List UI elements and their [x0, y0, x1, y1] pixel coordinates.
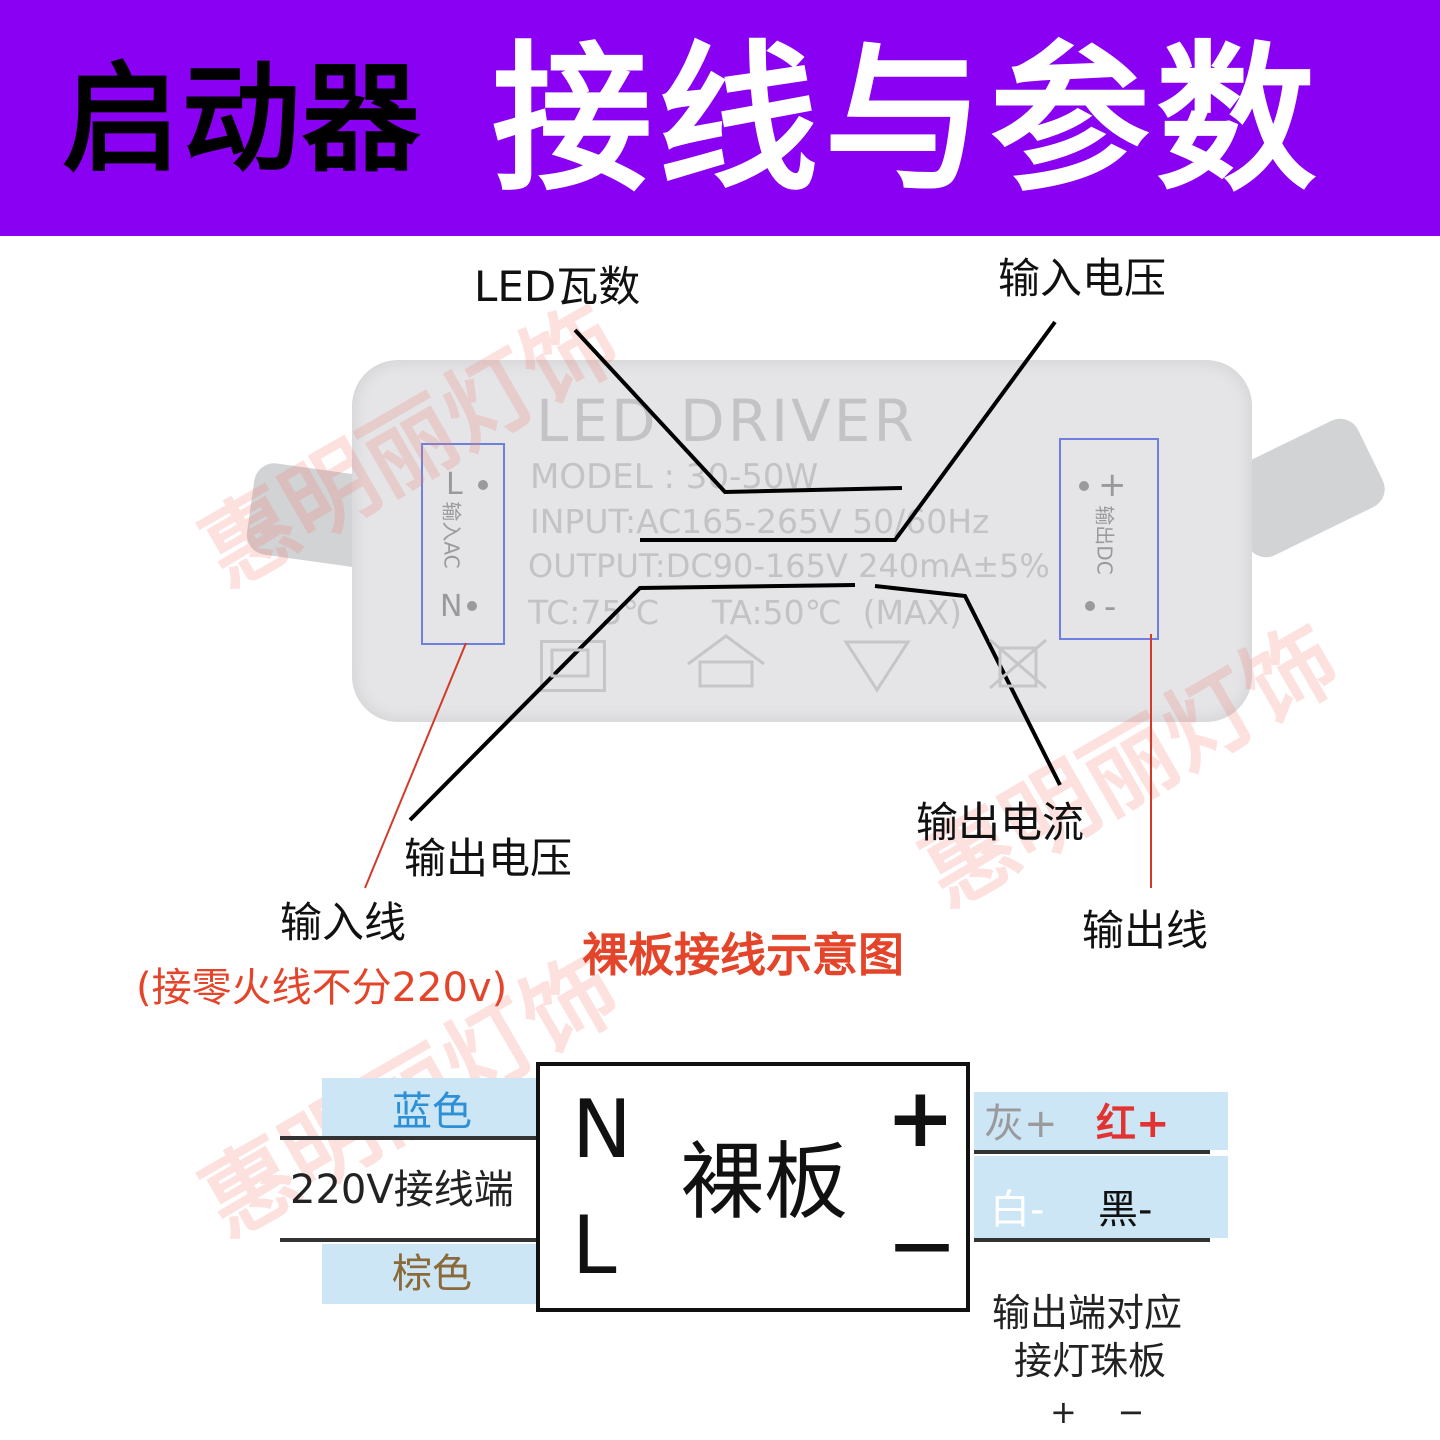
red-plus-label: 红+	[1096, 1101, 1170, 1147]
gray-plus-label: 灰+	[984, 1101, 1058, 1147]
driver-output-spec: OUTPUT:DC90-165V 240mA±5%	[528, 547, 1050, 585]
label-output-voltage: 输出电压	[404, 834, 573, 883]
board-label: 裸板	[680, 1133, 849, 1231]
board-n-terminal: N	[572, 1083, 632, 1176]
input-terminal-box	[421, 443, 505, 645]
output-minus-mark: -	[1104, 587, 1117, 627]
label-input-voltage: 输入电压	[998, 254, 1167, 303]
banner-title-left: 启动器	[62, 50, 423, 188]
blue-wire-cell	[322, 1078, 536, 1136]
output-terminal-box	[1059, 438, 1159, 640]
board-minus-terminal: —	[892, 1209, 952, 1279]
output-note-polarity: + −	[1050, 1393, 1145, 1431]
board-plus-terminal: +	[886, 1071, 955, 1166]
minus-output-cell	[974, 1156, 1228, 1238]
label-output-current: 输出电流	[916, 798, 1085, 847]
driver-title: LED DRIVER	[536, 387, 917, 455]
header-banner	[0, 0, 1440, 236]
class-ii-icon	[540, 640, 606, 692]
white-minus-label: 白-	[990, 1187, 1045, 1233]
label-led-watt: LED瓦数	[474, 262, 641, 311]
input-N-mark: N	[440, 589, 463, 624]
blue-wire-label: 蓝色	[392, 1089, 472, 1135]
black-minus-label: 黑-	[1098, 1187, 1153, 1233]
output-plus-mark: +	[1098, 465, 1127, 505]
output-note-line2: 接灯珠板	[1014, 1339, 1167, 1383]
driver-input-spec: INPUT:AC165-265V 50/60Hz	[530, 502, 990, 541]
driver-model: MODEL : 30-50W	[530, 457, 819, 497]
plus-output-cell	[974, 1092, 1228, 1150]
label-output-wire: 输出线	[1082, 906, 1209, 955]
banner-title-right: 接线与参数	[492, 26, 1323, 213]
brown-wire-cell	[322, 1244, 536, 1304]
driver-temp-spec: TC:75℃ TA:50℃ (MAX)	[528, 593, 963, 632]
brown-wire-label: 棕色	[392, 1251, 472, 1297]
terminal-label: 220V接线端	[290, 1167, 514, 1213]
label-input-wire: 输入线	[280, 898, 407, 947]
board-l-terminal: L	[572, 1199, 617, 1292]
diagram-title: 裸板接线示意图	[582, 928, 904, 982]
bare-board-box	[536, 1062, 970, 1312]
output-note-line1: 输出端对应	[992, 1291, 1183, 1335]
input-L-mark: L	[446, 467, 463, 502]
label-input-note: (接零火线不分220v)	[136, 965, 508, 1011]
